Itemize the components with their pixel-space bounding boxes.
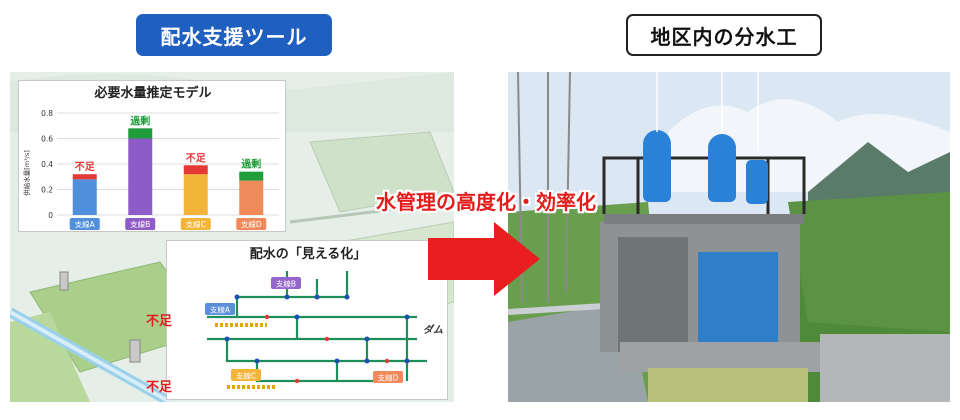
shortage-label-c: 不足 (146, 380, 173, 395)
network-label-d: 支線D (378, 373, 399, 383)
chart-bar-base (72, 179, 97, 215)
chart-title: 必要水量推定モデル (93, 85, 211, 101)
chart-ytick-label: 0.2 (41, 186, 53, 195)
chart-bar-segment (128, 128, 153, 139)
chart-category-label: 支線A (75, 219, 96, 229)
chart-ytick-label: 0 (48, 211, 53, 220)
chart-category-tag (125, 218, 156, 230)
chart-ytick-label: 0.6 (41, 135, 53, 144)
chart-annotation: 不足 (75, 161, 96, 173)
network-label-a: 支線A (210, 305, 231, 315)
shortage-label-a: 不足 (146, 314, 173, 329)
chart-ylabel: 供給水量[m³/s] (22, 150, 31, 196)
chart-annotation: 過剰 (240, 158, 261, 171)
network-card: 配水の「見える化」 支線A (166, 240, 448, 400)
network-label-c: 支線C (236, 371, 256, 381)
diversion-works-photo (508, 72, 950, 402)
chart-category-label: 支線C (186, 219, 206, 229)
photo-title-badge: 地区内の分水工 (626, 14, 822, 56)
chart-bar-base (128, 138, 153, 215)
chart-ytick-label: 0.8 (41, 109, 53, 118)
chart-annotation: 過剰 (129, 114, 150, 127)
chart-ytick-label: 0.4 (41, 160, 53, 169)
chart-category-label: 支線B (130, 219, 150, 229)
tool-title-badge: 配水支援ツール (136, 14, 332, 56)
chart-category-tag (180, 218, 211, 230)
chart-bar-segment (72, 174, 97, 180)
dam-label: ダム (423, 324, 443, 336)
network-label-b: 支線B (276, 279, 296, 289)
demand-bar-chart: 必要水量推定モデル 供給水量[m³/s] 0 0.2 0.4 0.6 0.8 不足支線A… (22, 85, 279, 230)
chart-bar-base (183, 174, 208, 215)
chart-annotation: 不足 (186, 152, 207, 164)
chart-bar-segment (239, 171, 264, 181)
chart-bar-base (239, 180, 264, 215)
chart-bar-segment (183, 165, 208, 175)
network-title: 配水の「見える化」 (250, 246, 367, 262)
arrow-right-icon (428, 222, 540, 296)
chart-category-label: 支線D (241, 219, 262, 229)
chart-category-tag (236, 218, 267, 230)
network-diagram: 配水の「見える化」 支線A (205, 246, 443, 389)
demand-chart-card: 必要水量推定モデル 供給水量[m³/s] 0 0.2 0.4 0.6 0.8 不足支線A… (18, 80, 286, 232)
improvement-banner: 水管理の高度化・効率化 (376, 190, 596, 214)
chart-category-tag (69, 218, 100, 230)
canal-lines (207, 271, 427, 383)
